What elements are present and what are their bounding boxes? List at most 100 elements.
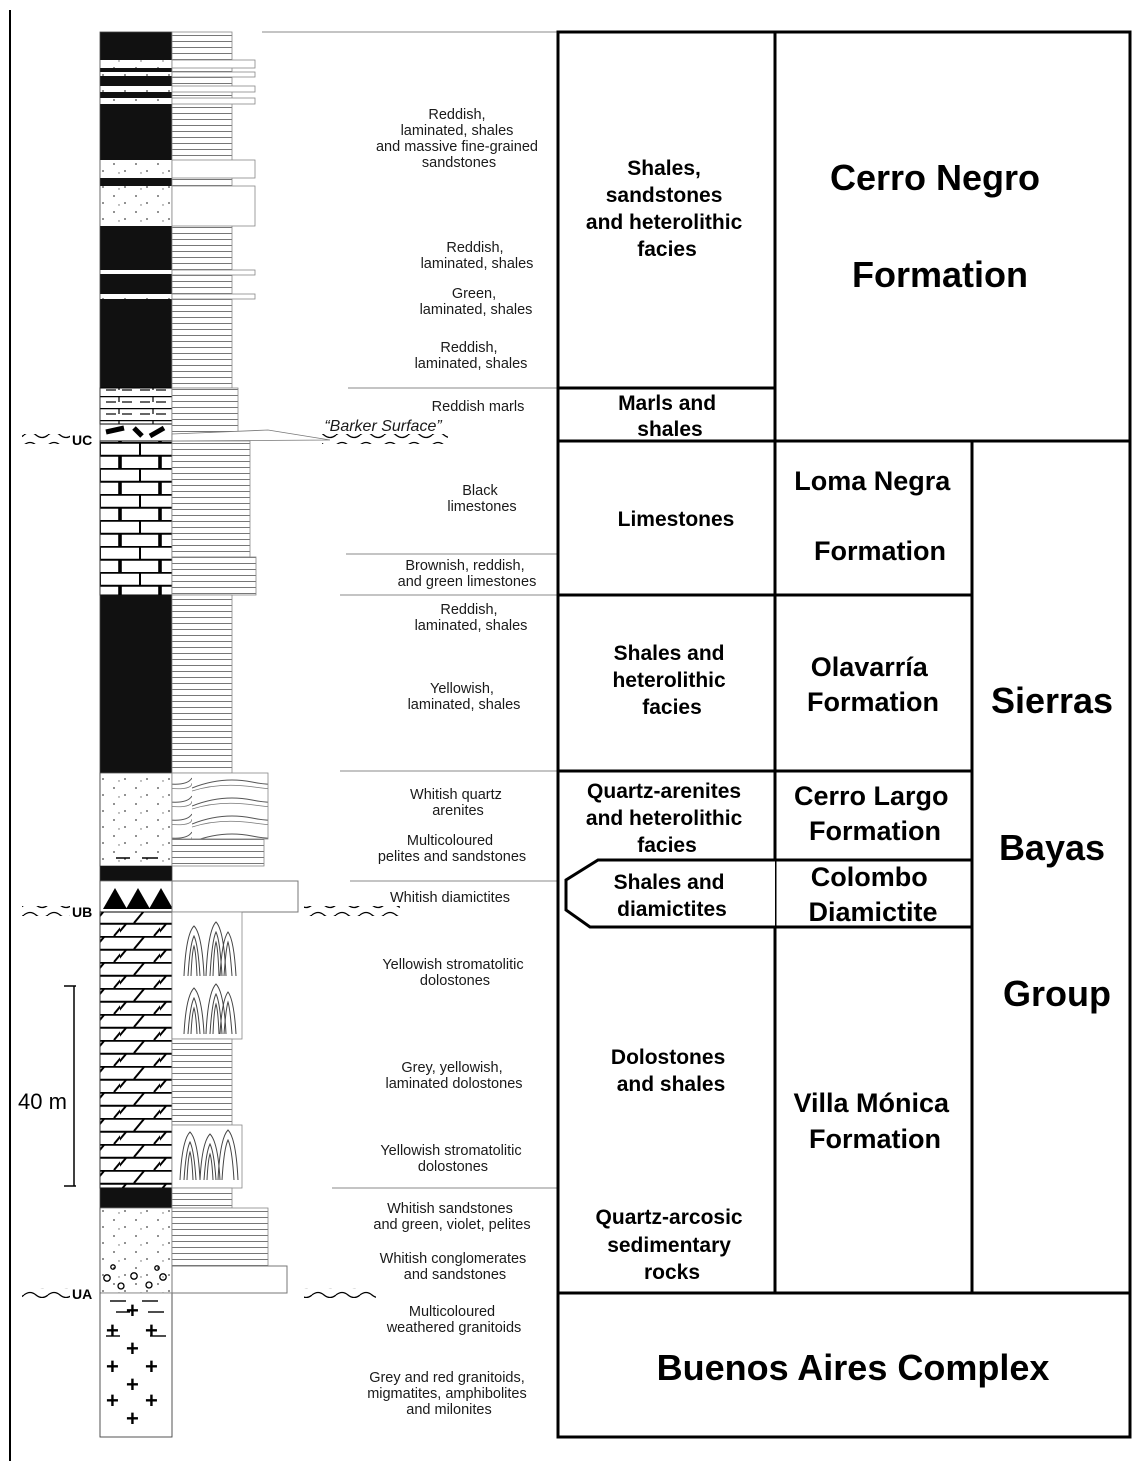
grain-bar-sand [171, 269, 256, 276]
grain-size-profile [171, 31, 299, 1294]
shale-thin-bed [100, 866, 172, 881]
svg-text:+: + [126, 1406, 139, 1431]
formation-cerro-largo: Cerro Largo Formation [794, 781, 956, 846]
description-d3: Green, laminated, shales [420, 286, 533, 318]
formation-cerro-negro: Cerro Negro Formation [830, 157, 1050, 295]
lithology-labels: Shales, sandstones and heterolithic faci… [586, 157, 749, 1284]
grain-bar-sand [171, 59, 256, 69]
grain-bar-limestones [171, 440, 251, 558]
group-label: Sierras Bayas Group [991, 680, 1123, 1014]
description-d18: Whitish conglomerates and sandstones [380, 1251, 531, 1283]
formation-labels: Cerro Negro Formation Loma Negra Formati… [657, 157, 1050, 1388]
formation-villa-monica: Villa Mónica Formation [793, 1088, 956, 1154]
diamictite-triangle [126, 888, 150, 909]
description-d5: Reddish marls [432, 399, 525, 415]
barker-surface-mark [132, 426, 144, 438]
grain-bar-sand [171, 71, 256, 78]
svg-text:+: + [126, 1372, 139, 1397]
sandstone-thin-bed [100, 98, 172, 104]
lithology-l5: Quartz-arenites and heterolithic facies [586, 780, 748, 857]
description-d7: Black limestones [447, 483, 516, 515]
formation-olavarria: Olavarría Formation [807, 652, 939, 717]
svg-text:+: + [106, 1388, 119, 1413]
lithology-l8: Quartz-arcosic sedimentary rocks [596, 1206, 749, 1284]
formation-buenos-aires-complex: Buenos Aires Complex [657, 1347, 1050, 1388]
lithologic-column: + ++ + ++ + ++ + [99, 31, 173, 1438]
lithology-l1: Shales, sandstones and heterolithic faci… [586, 157, 748, 261]
description-d10: Yellowish, laminated, shales [408, 681, 521, 713]
formation-loma-negra: Loma Negra Formation [794, 466, 958, 566]
unconformity-uc-symbol [22, 434, 70, 444]
description-d9: Reddish, laminated, shales [415, 602, 528, 634]
svg-text:+: + [126, 1336, 139, 1361]
lithology-l2: Marls and shales [618, 392, 722, 441]
description-d1: Reddish, laminated, shales and massive f… [376, 107, 542, 171]
unconformity-label-ub: UB [72, 904, 92, 920]
granitoid-crosses: + ++ + ++ + ++ + [106, 1298, 158, 1431]
grain-bar-olavarria-shales [171, 594, 233, 774]
barker-surface-mark [105, 425, 125, 435]
unconformity-ub-symbol [22, 906, 70, 916]
description-d19: Multicoloured weathered granitoids [386, 1304, 522, 1336]
conglomerate-pebbles [103, 1264, 167, 1290]
scale-bar-label: 40 m [18, 1089, 67, 1114]
unconformity-ua-line [304, 1288, 376, 1298]
grain-bar-diamictite [171, 880, 299, 913]
grain-bar-sand [171, 85, 256, 93]
svg-text:+: + [145, 1318, 158, 1343]
grain-bar-sand [171, 293, 256, 300]
description-d8: Brownish, reddish, and green limestones [398, 558, 537, 590]
description-d17: Whitish sandstones and green, violet, pe… [373, 1201, 530, 1233]
unconformity-label-uc: UC [72, 432, 92, 448]
description-d11: Whitish quartz arenites [410, 787, 506, 819]
shale-thin-bed [100, 1188, 172, 1208]
grain-bar-limestones-varied [171, 556, 257, 596]
svg-text:+: + [106, 1318, 119, 1343]
barker-surface-mark [148, 425, 166, 439]
stromatolite-icons [179, 921, 239, 1181]
shale-unit-olavarria [100, 595, 172, 773]
lithology-l6: Shales and diamictites [614, 871, 731, 921]
svg-text:+: + [106, 1354, 119, 1379]
description-d13: Whitish diamictites [390, 890, 510, 906]
description-d16: Yellowish stromatolitic dolostones [380, 1143, 525, 1175]
sandstone-thin-bed [100, 270, 172, 274]
scale-bar: 40 m [18, 985, 76, 1187]
description-barker-surface: “Barker Surface” [324, 418, 442, 435]
description-d4: Reddish, laminated, shales [415, 340, 528, 372]
grain-bar-sand [171, 97, 256, 105]
grain-bar-cross-bedded [171, 772, 269, 840]
sandstone-thin-bed [100, 72, 172, 76]
unconformity-uc-line [322, 434, 448, 444]
description-d15: Grey, yellowish, laminated dolostones [385, 1060, 522, 1092]
svg-text:+: + [145, 1354, 158, 1379]
sandstone-thin-bed [100, 86, 172, 92]
grain-bar-laminated-dolostone [171, 1038, 233, 1126]
diamictite-triangle [103, 888, 127, 909]
diamictite-triangle [149, 888, 173, 909]
weathered-dashes [106, 1300, 166, 1337]
description-d2: Reddish, laminated, shales [421, 240, 534, 272]
description-d20: Grey and red granitoids, migmatites, amp… [367, 1370, 531, 1418]
grain-bar-sand [171, 159, 256, 179]
formation-table [556, 30, 1132, 1439]
lithology-l4: Shales and heterolithic facies [612, 642, 731, 719]
grain-bar-shale [171, 1187, 233, 1209]
lithology-l7: Dolostones and shales [611, 1046, 731, 1096]
grain-bar-conglomerate [171, 1265, 288, 1294]
formation-colombo-diamictite: Colombo Diamictite [808, 862, 937, 927]
marl-unit [99, 387, 173, 425]
grain-bar-marls [171, 387, 239, 435]
svg-text:+: + [145, 1388, 158, 1413]
grain-bar-sand [171, 185, 256, 227]
sandstone-thin-bed [100, 60, 172, 68]
descriptions: Reddish, laminated, shales and massive f… [324, 107, 542, 1418]
unconformity-ub-line [304, 906, 400, 916]
sandstone-bed [100, 160, 172, 178]
sandstone-thin-bed [100, 294, 172, 299]
grain-bar-pelites [171, 838, 265, 867]
description-separators [262, 31, 558, 1189]
description-d14: Yellowish stromatolitic dolostones [382, 957, 527, 989]
description-d12: Multicoloured pelites and sandstones [378, 833, 526, 865]
